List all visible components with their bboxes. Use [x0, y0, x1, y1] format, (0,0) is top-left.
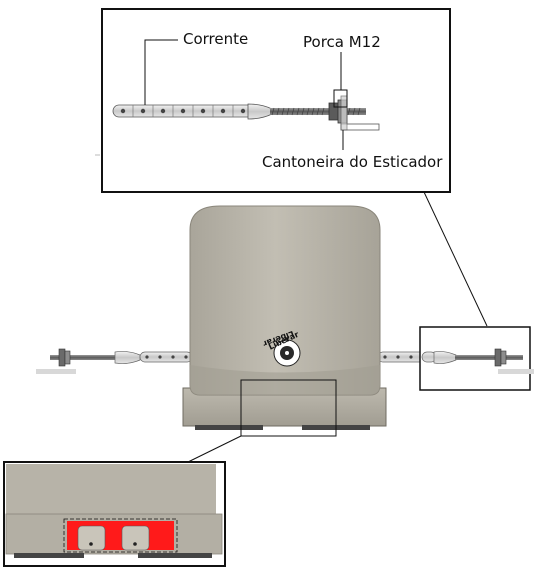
chain-callout [144, 39, 178, 105]
chain-label: Corrente [183, 30, 248, 48]
nut-callout [333, 52, 348, 108]
detail-panel-top: Corrente Porca M12 Cantoneira do Esticad… [95, 8, 451, 193]
detail-panel-bottom [3, 461, 226, 567]
threaded-rod-detail [270, 107, 366, 116]
nut-label: Porca M12 [303, 33, 381, 51]
zoom-frame-base [240, 379, 337, 437]
bracket-label: Cantoneira do Esticador [262, 153, 443, 171]
base-highlight [63, 518, 178, 553]
gate-motor [182, 205, 387, 430]
left-chain-assembly [36, 348, 193, 374]
main-assembly: Liberar Liberar [36, 205, 429, 437]
detail-panel-right [419, 326, 534, 391]
chain-detail [112, 103, 273, 120]
connector-lines [187, 191, 488, 463]
tensioner-bracket-detail [340, 95, 380, 131]
